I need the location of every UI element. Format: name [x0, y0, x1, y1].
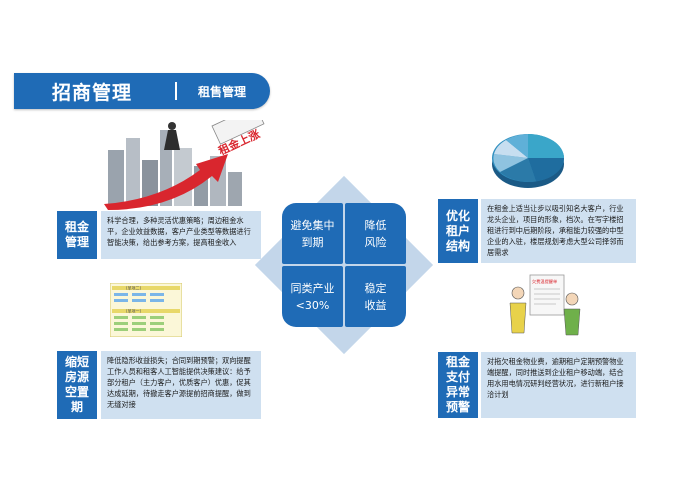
center-diamond [254, 175, 434, 355]
rent-mgmt-text: 科学合理，多种灵活优惠策略；周边租金水平，企业效益数据，客户产业类型等数据进行智… [101, 211, 261, 259]
page-subtitle: 租售管理 [198, 85, 247, 99]
page-title: 招商管理 [52, 82, 133, 104]
sheet-header-1: (单项二) [126, 285, 142, 291]
payment-alert-text: 对拖欠租金物业费，逾期租户定期预警物业端提醒，同时推送到企业租户移动端，结合用水… [481, 352, 636, 418]
payment-notice-illustration: 欠费温提醒单 [509, 274, 581, 336]
rent-mgmt-label: 租金 管理 [57, 211, 97, 259]
center-diamond-group: 避免集中 到期 降低 风险 同类产业 <30% 稳定 收益 [254, 175, 434, 355]
rent-rise-illustration: 租金上涨 [104, 120, 265, 210]
spreadsheet-illustration: (单项二) (单项一) [110, 283, 182, 337]
quad-stable-income: 稳定 收益 [345, 266, 406, 327]
tenant-structure-label: 优化 租户 结构 [438, 199, 478, 263]
vacancy-text: 降低隐形收益损失；合同到期预警；双向提醒工作人员和租客人工智能提供决策建议：给予… [101, 351, 261, 419]
quad-avoid-expiry: 避免集中 到期 [282, 203, 343, 264]
header-banner: 招商管理 租售管理 [14, 73, 270, 109]
tenant-structure-text: 在租金上适当让步以吸引知名大客户，行业龙头企业，项目的形象，档次。在写字楼招租进… [481, 199, 636, 263]
pie-chart-illustration [492, 134, 565, 188]
vacancy-label: 缩短 房源 空置 期 [57, 351, 97, 419]
quad-reduce-risk: 降低 风险 [345, 203, 406, 264]
poster-title: 欠费温提醒单 [532, 278, 557, 285]
title-divider [175, 82, 177, 100]
sheet-header-2: (单项一) [126, 308, 142, 314]
quad-same-industry: 同类产业 <30% [282, 266, 343, 327]
payment-alert-label: 租金 支付 异常 预警 [438, 352, 478, 418]
